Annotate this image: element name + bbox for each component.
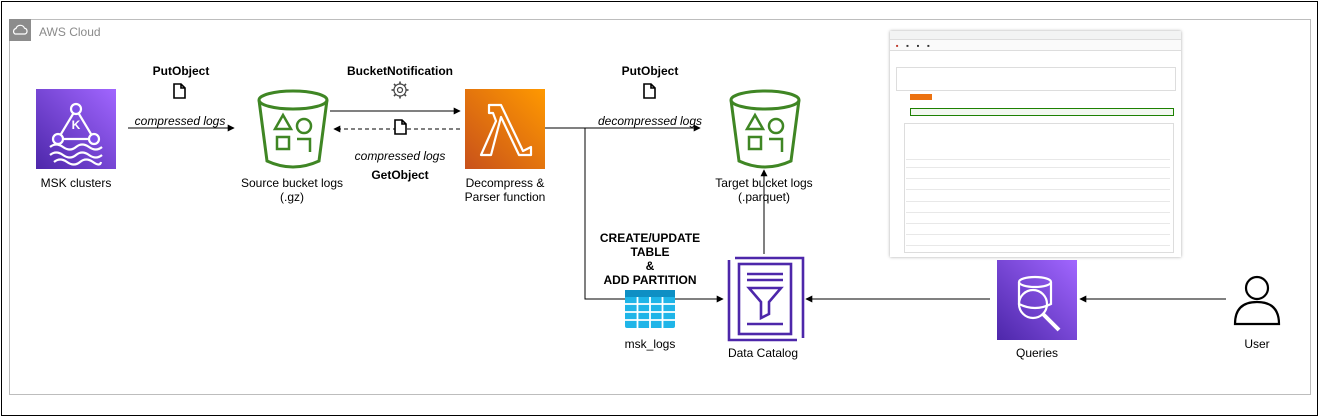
bucket-icon: [729, 89, 801, 169]
console-result-row: [906, 178, 1170, 179]
table-label: msk_logs: [624, 337, 676, 351]
console-tab: ■: [896, 42, 899, 48]
edge-label-compressed-logs-1: compressed logs: [134, 114, 226, 128]
lambda-label: Decompress &: [465, 176, 545, 190]
aws-cloud-group: [9, 19, 1311, 395]
console-result-row: [906, 212, 1170, 213]
svg-text:K: K: [72, 118, 81, 132]
console-result-row: [906, 201, 1170, 202]
edge-label-bucket-notification: BucketNotification: [346, 64, 453, 78]
console-result-row: [906, 189, 1170, 190]
console-result-row: [906, 167, 1170, 168]
edge-label-create-update: CREATE/UPDATE: [599, 231, 701, 245]
edge-lambda-to-catalog: [584, 128, 724, 303]
target-bucket-label: Target bucket logs: [715, 176, 813, 190]
edge-label-table: TABLE: [630, 245, 670, 259]
cloud-title: AWS Cloud: [39, 25, 101, 39]
lambda-icon: [465, 89, 545, 169]
user-label: User: [1244, 337, 1270, 351]
console-result-row: [906, 159, 1170, 160]
edge-label-ampersand: &: [645, 259, 655, 273]
msk-icon: K: [36, 89, 116, 169]
console-query-editor: [896, 67, 1176, 91]
file-icon: [394, 119, 407, 135]
edge-label-compressed-logs-2: compressed logs: [354, 149, 446, 163]
athena-console-screenshot: ■ ■ ■ ■: [890, 31, 1181, 257]
edge-label-putobject-1: PutObject: [152, 64, 210, 78]
edge-label-putobject-2: PutObject: [621, 64, 679, 78]
target-bucket-sublabel: (.parquet): [737, 190, 791, 204]
cloud-icon: [9, 19, 31, 41]
bucket-icon: [257, 89, 329, 169]
console-result-row: [906, 245, 1170, 246]
console-result-row: [906, 223, 1170, 224]
console-tab: ■: [906, 42, 909, 48]
user-icon: [1233, 275, 1281, 326]
lambda-sublabel: Parser function: [464, 190, 546, 204]
gear-icon: [391, 81, 409, 99]
source-bucket-sublabel: (.gz): [280, 190, 304, 204]
msk-label: MSK clusters: [40, 176, 112, 190]
edge-label-add-partition: ADD PARTITION: [603, 273, 697, 287]
catalog-label: Data Catalog: [727, 346, 799, 360]
console-breadcrumb: [890, 31, 1181, 40]
file-icon: [173, 83, 186, 99]
catalog-icon: [727, 256, 805, 342]
source-bucket-label: Source bucket logs: [240, 176, 344, 190]
console-status-bar: [910, 108, 1174, 116]
edge-label-getobject: GetObject: [371, 168, 429, 182]
file-icon: [643, 83, 656, 99]
console-tab: ■: [916, 42, 920, 48]
queries-label: Queries: [1015, 346, 1059, 360]
edge-label-decompressed-logs: decompressed logs: [597, 114, 703, 128]
table-icon: [625, 290, 675, 328]
console-run-button: [910, 94, 932, 100]
athena-icon: [997, 260, 1077, 340]
console-results-table: [904, 123, 1174, 253]
console-result-row: [906, 234, 1170, 235]
console-tabs: ■ ■ ■ ■: [890, 40, 1181, 51]
console-tab: ■: [927, 42, 930, 48]
